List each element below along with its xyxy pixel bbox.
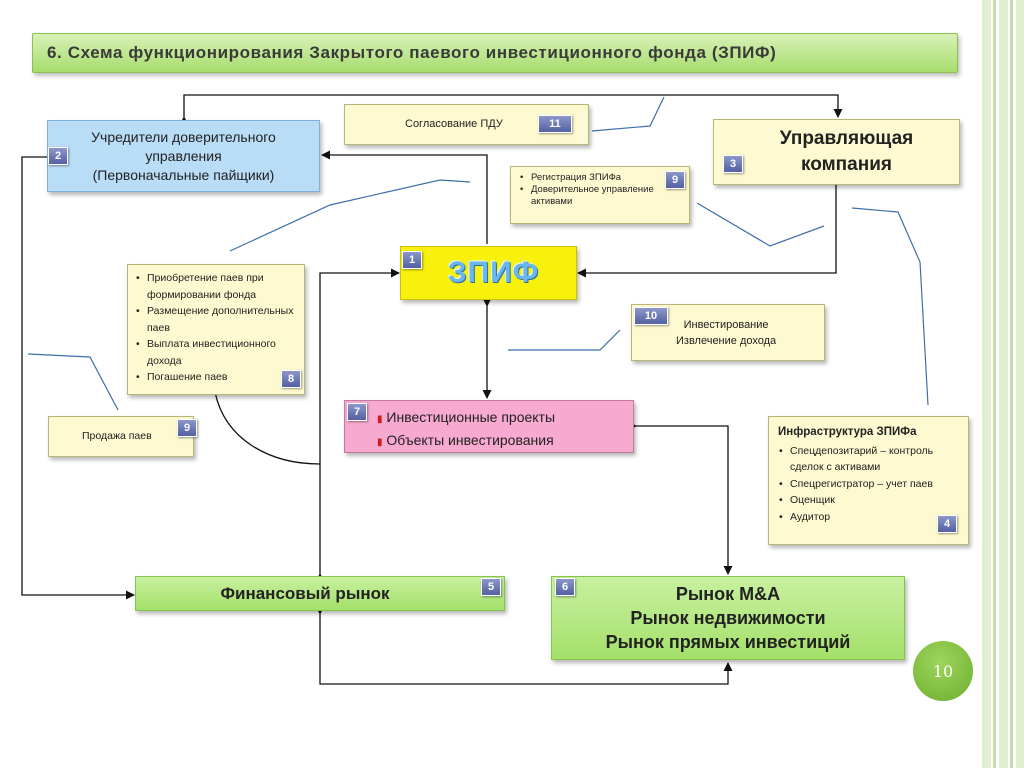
arrow-projects-markets [628,421,733,575]
badge-4: 4 [937,515,957,533]
infrastructure-box: Инфраструктура ЗПИФа Спецдепозитарий – к… [768,416,969,545]
investing-line: Извлечение дохода [676,335,777,347]
approval-label: Согласование ПДУ [405,118,503,130]
management-line: компания [801,154,892,175]
markets-box: Рынок M&A Рынок недвижимости Рынок прямы… [551,576,905,660]
projects-item-label: Объекты инвестирования [386,432,554,448]
callout-approval [591,96,665,132]
decor-stripe [982,0,991,768]
callout-shares [229,179,471,252]
projects-item: ▮ Инвестиционные проекты [377,407,633,430]
infrastructure-item: Спецрегистратор – учет паев [778,476,962,493]
infrastructure-title: Инфраструктура ЗПИФа [778,426,917,438]
shares-item: Выплата инвестиционного дохода [135,336,298,369]
badge-1: 1 [402,251,422,269]
founders-line: управления [145,147,222,164]
callout-registration [696,202,825,247]
zpif-box: ЗПИФ [400,246,577,300]
badge-11: 11 [538,115,572,133]
zpif-label: ЗПИФ [447,256,540,289]
callout-sale [27,353,119,411]
markets-line: Рынок прямых инвестиций [605,632,851,652]
bullet-icon: ▮ [377,437,383,448]
connector-curve [214,391,321,465]
sale-box: Продажа паев [48,416,194,457]
shares-item: Погашение паев [135,369,298,386]
decor-stripe [1010,0,1013,768]
badge-10: 10 [634,307,668,325]
markets-line: Рынок M&A [675,584,781,604]
founders-box: Учредители доверительного управления (Пе… [47,120,320,192]
badge-5: 5 [481,578,501,596]
management-line: Управляющая [779,128,914,149]
registration-box: Регистрация ЗПИФа Доверительное управлен… [510,166,690,224]
investing-line: Инвестирование [683,319,769,331]
shares-box: Приобретение паев при формировании фонда… [127,264,305,395]
arrow-founders-management [179,94,843,125]
management-box: Управляющая компания [713,119,960,185]
badge-8: 8 [281,370,301,388]
projects-item: ▮ Объекты инвестирования [377,430,633,453]
decor-stripe [1016,0,1024,768]
financial-market-label: Финансовый рынок [220,583,390,603]
infrastructure-item: Спецдепозитарий – контроль сделок с акти… [778,443,962,476]
markets-line: Рынок недвижимости [630,608,826,628]
badge-2: 2 [48,147,68,165]
founders-line: Учредители доверительного [91,128,276,145]
sale-label: Продажа паев [82,430,152,442]
slide-title: 6. Схема функционирования Закрытого паев… [47,43,777,62]
arrow-founders-financial [21,156,135,600]
arrow-financial-zpif [315,268,400,582]
badge-7: 7 [347,403,367,421]
arrow-to-founders [321,150,488,244]
financial-market-box: Финансовый рынок [135,576,505,611]
shares-item: Приобретение паев при формировании фонда [135,270,298,303]
registration-item: Доверительное управление активами [519,184,663,208]
infrastructure-item: Оценщик [778,492,962,509]
projects-item-label: Инвестиционные проекты [386,409,556,425]
bullet-icon: ▮ [377,414,383,425]
slide-title-bar: 6. Схема функционирования Закрытого паев… [32,33,958,73]
badge-3: 3 [723,155,743,173]
infrastructure-item: Аудитор [778,509,962,526]
callout-infrastructure [851,207,929,406]
decor-stripe [999,0,1008,768]
registration-item: Регистрация ЗПИФа [519,172,663,184]
arrow-financial-markets [315,606,733,685]
badge-9: 9 [665,171,685,189]
page-number: 10 [913,641,973,701]
arrow-management-zpif [577,185,837,278]
callout-investing [508,329,621,351]
shares-item: Размещение дополнительных паев [135,303,298,336]
decor-stripe [993,0,996,768]
founders-line: (Первоначальные пайщики) [92,166,275,183]
badge-9: 9 [177,419,197,437]
badge-6: 6 [555,578,575,596]
projects-box: ▮ Инвестиционные проекты ▮ Объекты инвес… [344,400,634,453]
